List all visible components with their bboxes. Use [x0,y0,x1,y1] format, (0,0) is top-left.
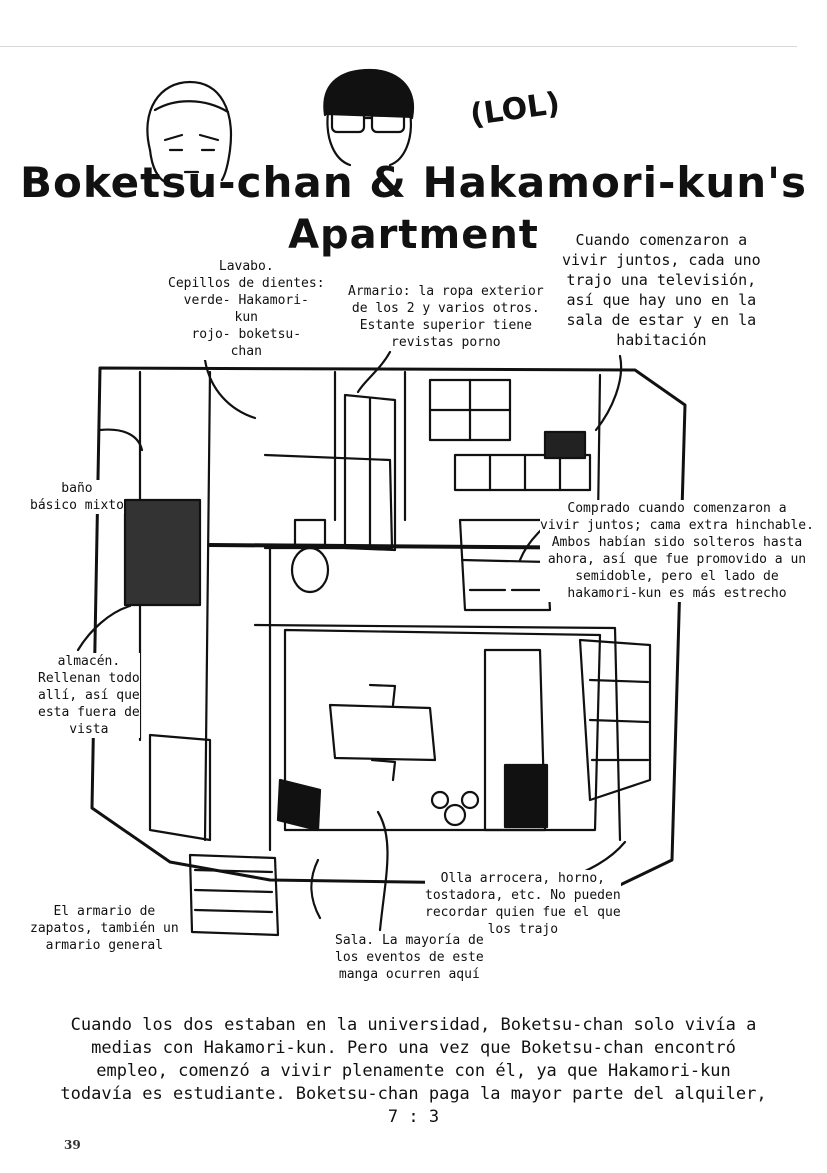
title-line-1: Boketsu-chan & Hakamori-kun's [20,158,807,207]
boketsu-chan-drawing [146,80,232,184]
hakamori-kun-drawing [323,68,415,167]
title-line-2: Apartment [288,212,539,258]
top-divider [0,46,797,47]
label-olla: Olla arrocera, horno,tostadora, etc. No … [425,870,621,938]
page-number: 39 [64,1138,81,1152]
caption-paragraph: Cuando los dos estaban en la universidad… [60,1015,767,1127]
label-lavabo: Lavabo.Cepillos de dientes:verde- Hakamo… [168,258,325,360]
